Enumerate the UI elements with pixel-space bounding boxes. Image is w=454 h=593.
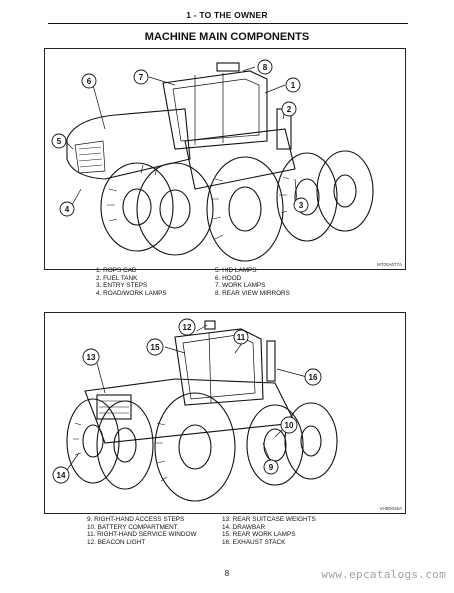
callout-6: 6 [87, 77, 92, 86]
section-title: MACHINE MAIN COMPONENTS [144, 31, 310, 43]
legend-item: 1. ROPS CAB [96, 267, 137, 274]
callout-11: 11 [237, 333, 246, 342]
figure-code: MT00A077A [376, 262, 402, 267]
legend-item: 2. FUEL TANK [96, 274, 138, 282]
page-number: 8 [224, 569, 230, 578]
header-title: 1 - TO THE OWNER [186, 10, 268, 20]
callout-14: 14 [57, 471, 66, 480]
callout-15: 15 [151, 343, 160, 352]
legend-item: 6. HOOD [215, 274, 242, 282]
legend-item: 3. ENTRY STEPS [96, 282, 148, 290]
callout-13: 13 [87, 353, 96, 362]
callout-9: 9 [269, 463, 274, 472]
legend-item: 15. REAR WORK LAMPS [222, 531, 296, 539]
legend-item: 13. REAR SUITCASE WEIGHTS [222, 516, 316, 523]
tractor-rear-figure: 9 10 11 12 13 14 15 16 VH0D026A [44, 312, 406, 514]
figure-code: VH0D026A [379, 506, 402, 511]
callout-4: 4 [65, 205, 70, 214]
callout-12: 12 [183, 323, 192, 332]
legend-item: 9. RIGHT-HAND ACCESS STEPS [87, 516, 185, 523]
tractor-front-illustration: 1 2 3 4 5 6 7 8 [51, 59, 374, 262]
legend-item: 14. DRAWBAR [222, 523, 266, 531]
legend-item: 12. BEACON LIGHT [87, 538, 146, 546]
callout-3: 3 [299, 201, 304, 210]
header-divider [48, 23, 408, 24]
legend-item: 5. HID LAMPS [215, 267, 257, 274]
callout-5: 5 [57, 137, 62, 146]
tractor-rear-illustration: 9 10 11 12 13 14 15 16 [52, 318, 338, 502]
legend-item: 16. EXHAUST STACK [222, 538, 286, 546]
legend-item: 11. RIGHT-HAND SERVICE WINDOW [87, 531, 197, 539]
legend-figure2-left: 9. RIGHT-HAND ACCESS STEPS 10. BATTERY C… [87, 516, 196, 546]
callout-10: 10 [285, 421, 294, 430]
legend-item: 4. ROAD/WORK LAMPS [96, 289, 167, 297]
callout-8: 8 [263, 63, 268, 72]
legend-item: 10. BATTERY COMPARTMENT [87, 523, 178, 531]
callout-16: 16 [309, 373, 318, 382]
legend-item: 7. WORK LAMPS [215, 282, 266, 290]
callout-2: 2 [287, 105, 292, 114]
legend-figure2-right: 13. REAR SUITCASE WEIGHTS 14. DRAWBAR 15… [222, 516, 316, 546]
legend-figure1-left: 1. ROPS CAB 2. FUEL TANK 3. ENTRY STEPS … [96, 267, 167, 297]
legend-item: 8. REAR VIEW MIRRORS [215, 289, 290, 297]
callout-7: 7 [139, 73, 144, 82]
tractor-front-figure: 1 2 3 4 5 6 7 8 MT00A077A [44, 48, 406, 270]
legend-figure1-right: 5. HID LAMPS 6. HOOD 7. WORK LAMPS 8. RE… [215, 267, 290, 297]
watermark: www.epcatalogs.com [321, 568, 446, 581]
callout-1: 1 [291, 81, 296, 90]
